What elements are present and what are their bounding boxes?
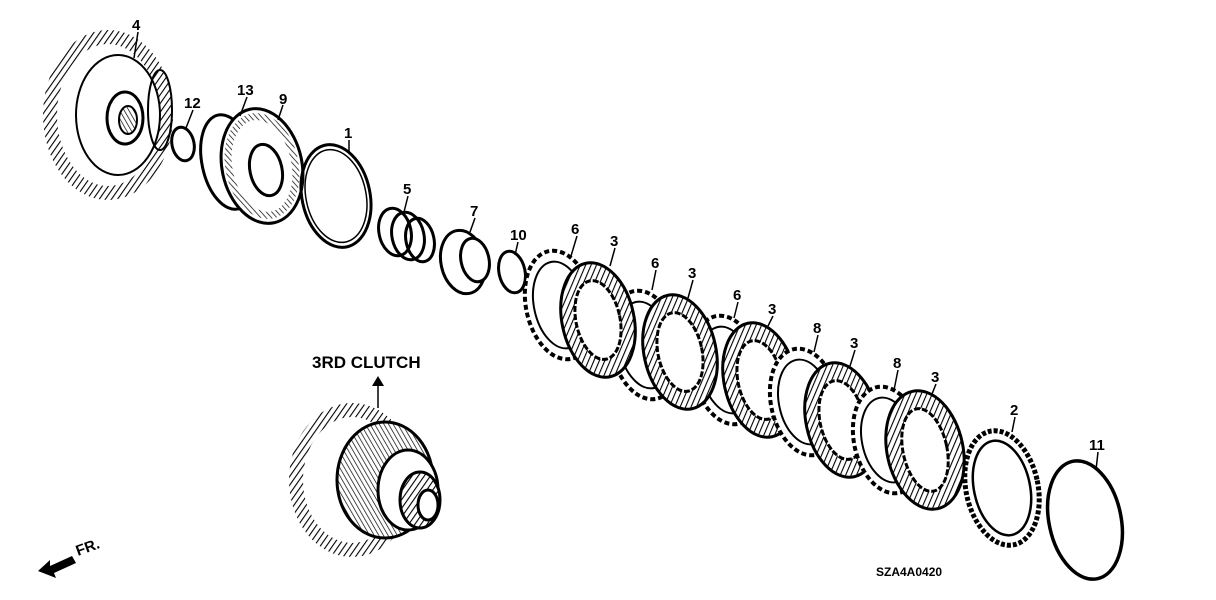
callout-6a: 6 — [571, 221, 579, 238]
callout-4: 4 — [132, 17, 141, 34]
assembly-pointer-icon — [372, 376, 384, 386]
friction-disc-3a-part — [559, 261, 637, 379]
callout-7: 7 — [470, 203, 478, 220]
callout-2: 2 — [1010, 402, 1018, 419]
callout-13: 13 — [237, 82, 254, 99]
snap-ring-10-part — [497, 249, 527, 295]
callout-1: 1 — [344, 125, 352, 142]
callout-9: 9 — [279, 91, 287, 108]
callout-10: 10 — [510, 227, 527, 244]
callout-11: 11 — [1089, 437, 1105, 454]
callout-6b: 6 — [651, 255, 659, 272]
callout-labels: 4 12 13 9 1 5 7 10 6 3 6 3 6 3 8 3 8 3 2… — [132, 17, 1105, 454]
piston-part — [219, 107, 305, 225]
end-plate-part — [962, 428, 1042, 548]
diagram-code: SZA4A0420 — [876, 565, 942, 579]
snap-ring-11-part — [1045, 459, 1125, 581]
front-direction-arrow-icon — [38, 556, 76, 578]
clutch-drum-part — [43, 30, 173, 200]
o-ring-1-part — [299, 143, 373, 249]
callout-5: 5 — [403, 181, 411, 198]
friction-disc-3e-part — [884, 389, 966, 511]
callout-12: 12 — [184, 95, 201, 112]
callout-3e: 3 — [931, 369, 939, 386]
callout-3b: 3 — [688, 265, 696, 282]
callout-3a: 3 — [610, 233, 618, 250]
return-spring-part — [377, 206, 436, 264]
third-clutch-assembly-part — [289, 403, 442, 557]
spring-retainer-part — [438, 228, 491, 296]
callout-6c: 6 — [733, 287, 741, 304]
callout-3c: 3 — [768, 301, 776, 318]
callout-3d: 3 — [850, 335, 858, 352]
friction-disc-3b-part — [641, 293, 719, 411]
assembly-title: 3RD CLUTCH — [312, 353, 421, 372]
direction-label: FR. — [74, 536, 103, 560]
snap-ring-12-part — [170, 125, 196, 163]
callout-8b: 8 — [893, 355, 901, 372]
callout-8a: 8 — [813, 320, 821, 337]
